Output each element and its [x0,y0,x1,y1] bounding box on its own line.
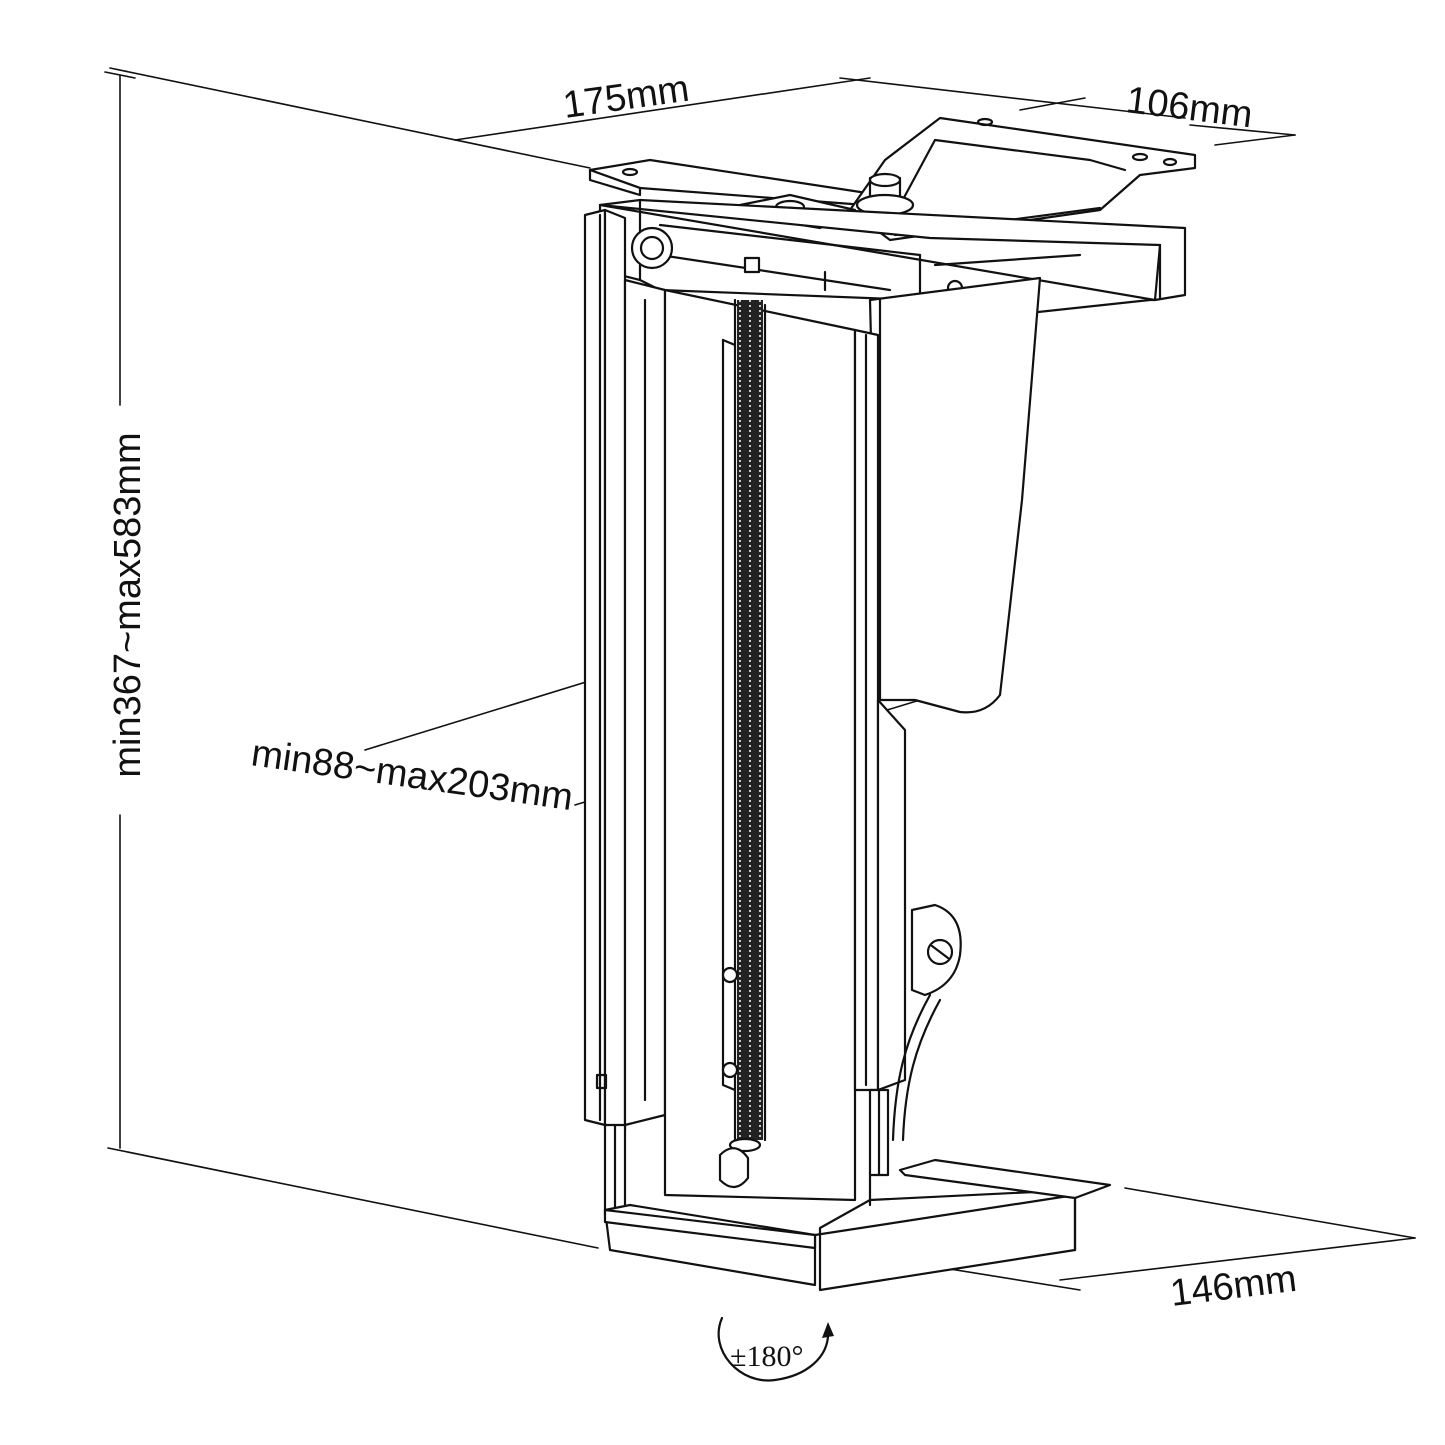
depth-dimension-label: 175mm [560,68,691,127]
bracket-width-dimension-label: 106mm [1124,79,1255,136]
spring-coil [737,300,763,1140]
rotation-label: ±180° [730,1340,803,1373]
right-clamp [853,276,1042,1177]
height-dimension-label: min367~max583mm [107,432,149,777]
rotation-indicator: ±180° [717,1316,834,1382]
clamp-width-dimension-label: min88~max203mm [249,732,576,819]
center-panel [663,288,857,1202]
left-column [583,208,667,1217]
rotation-arrow-icon [717,1316,830,1382]
base-depth-dimension-label: 146mm [1168,1258,1299,1315]
base-tray [603,1158,1112,1292]
